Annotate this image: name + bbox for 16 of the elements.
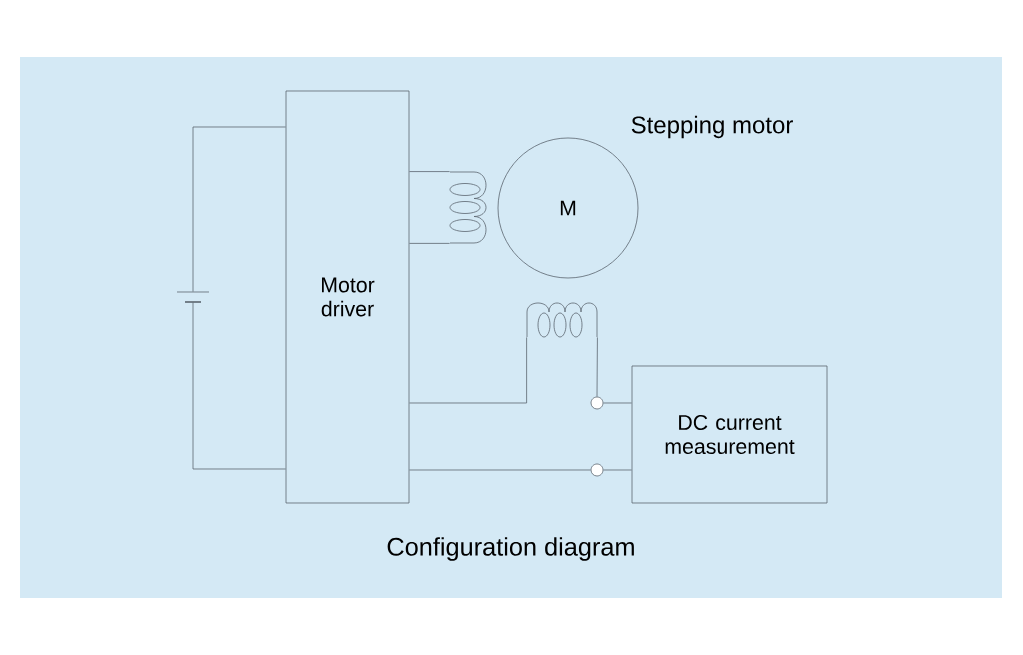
driver-box: Motor driver: [285, 90, 410, 504]
motor-label: Stepping motor: [631, 115, 793, 139]
measurement-box: DC current measurement: [631, 365, 828, 504]
wire: [409, 243, 450, 244]
wire: [192, 126, 286, 292]
wire: [409, 337, 527, 404]
wire: [409, 469, 591, 471]
wire: [603, 469, 632, 471]
wire: [192, 302, 286, 470]
coil-symbol: [449, 171, 487, 244]
coil-symbol: [526, 302, 598, 338]
wire: [596, 337, 598, 397]
wire: [409, 171, 450, 172]
battery-symbol: [176, 291, 210, 303]
diagram-caption: Configuration diagram: [387, 537, 634, 561]
wire: [603, 402, 632, 404]
